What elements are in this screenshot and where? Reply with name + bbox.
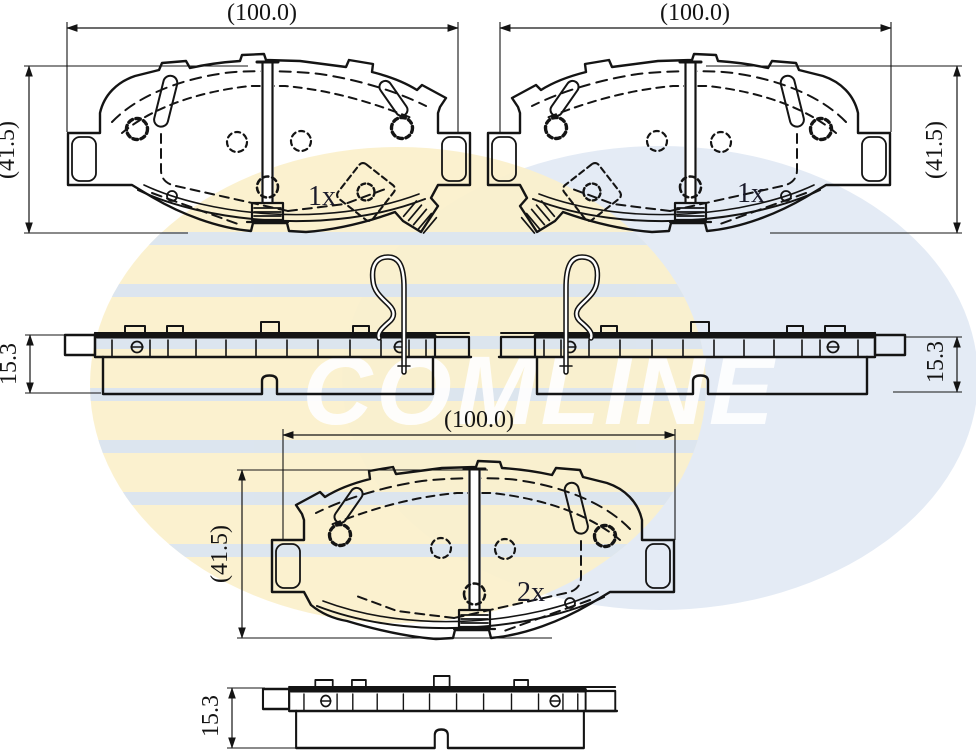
dimension-extension-lines (237, 429, 676, 639)
pad-back-view-top-left: (100.0) (41.5) 1x (0, 0, 472, 235)
dimension-extension-lines (25, 334, 101, 394)
dimension-extension-lines (893, 336, 962, 393)
width-dimension-label: (100.0) (444, 407, 514, 433)
thickness-dimension-label: 15.3 (0, 343, 22, 385)
thickness-dimension-label: 15.3 (198, 695, 224, 737)
width-dimension-label: (100.0) (660, 0, 730, 26)
quantity-label: 2x (517, 577, 545, 608)
quantity-label: 1x (308, 181, 336, 212)
quantity-label: 1x (737, 178, 765, 209)
watermark-brand-text: COMLINE (302, 336, 777, 445)
pad-back-view-bottom: (100.0) (41.5) 2x (207, 407, 676, 641)
dimension-extension-lines (24, 22, 459, 234)
width-dimension-label: (100.0) (227, 0, 297, 26)
height-dimension-label: (41.5) (207, 525, 233, 583)
pad-side-profile-bottom: 15.3 (198, 676, 617, 748)
dimension-extension-lines (499, 22, 962, 234)
thickness-dimension-label: 15.3 (923, 341, 949, 383)
pad-side-profile-right: 15.3 (499, 257, 962, 394)
pad-back-view-top-right: (100.0) (41.5) 1x (486, 0, 962, 235)
height-dimension-label: (41.5) (922, 121, 948, 179)
pad-side-profile-left: 15.3 (0, 257, 471, 394)
height-dimension-label: (41.5) (0, 121, 20, 179)
